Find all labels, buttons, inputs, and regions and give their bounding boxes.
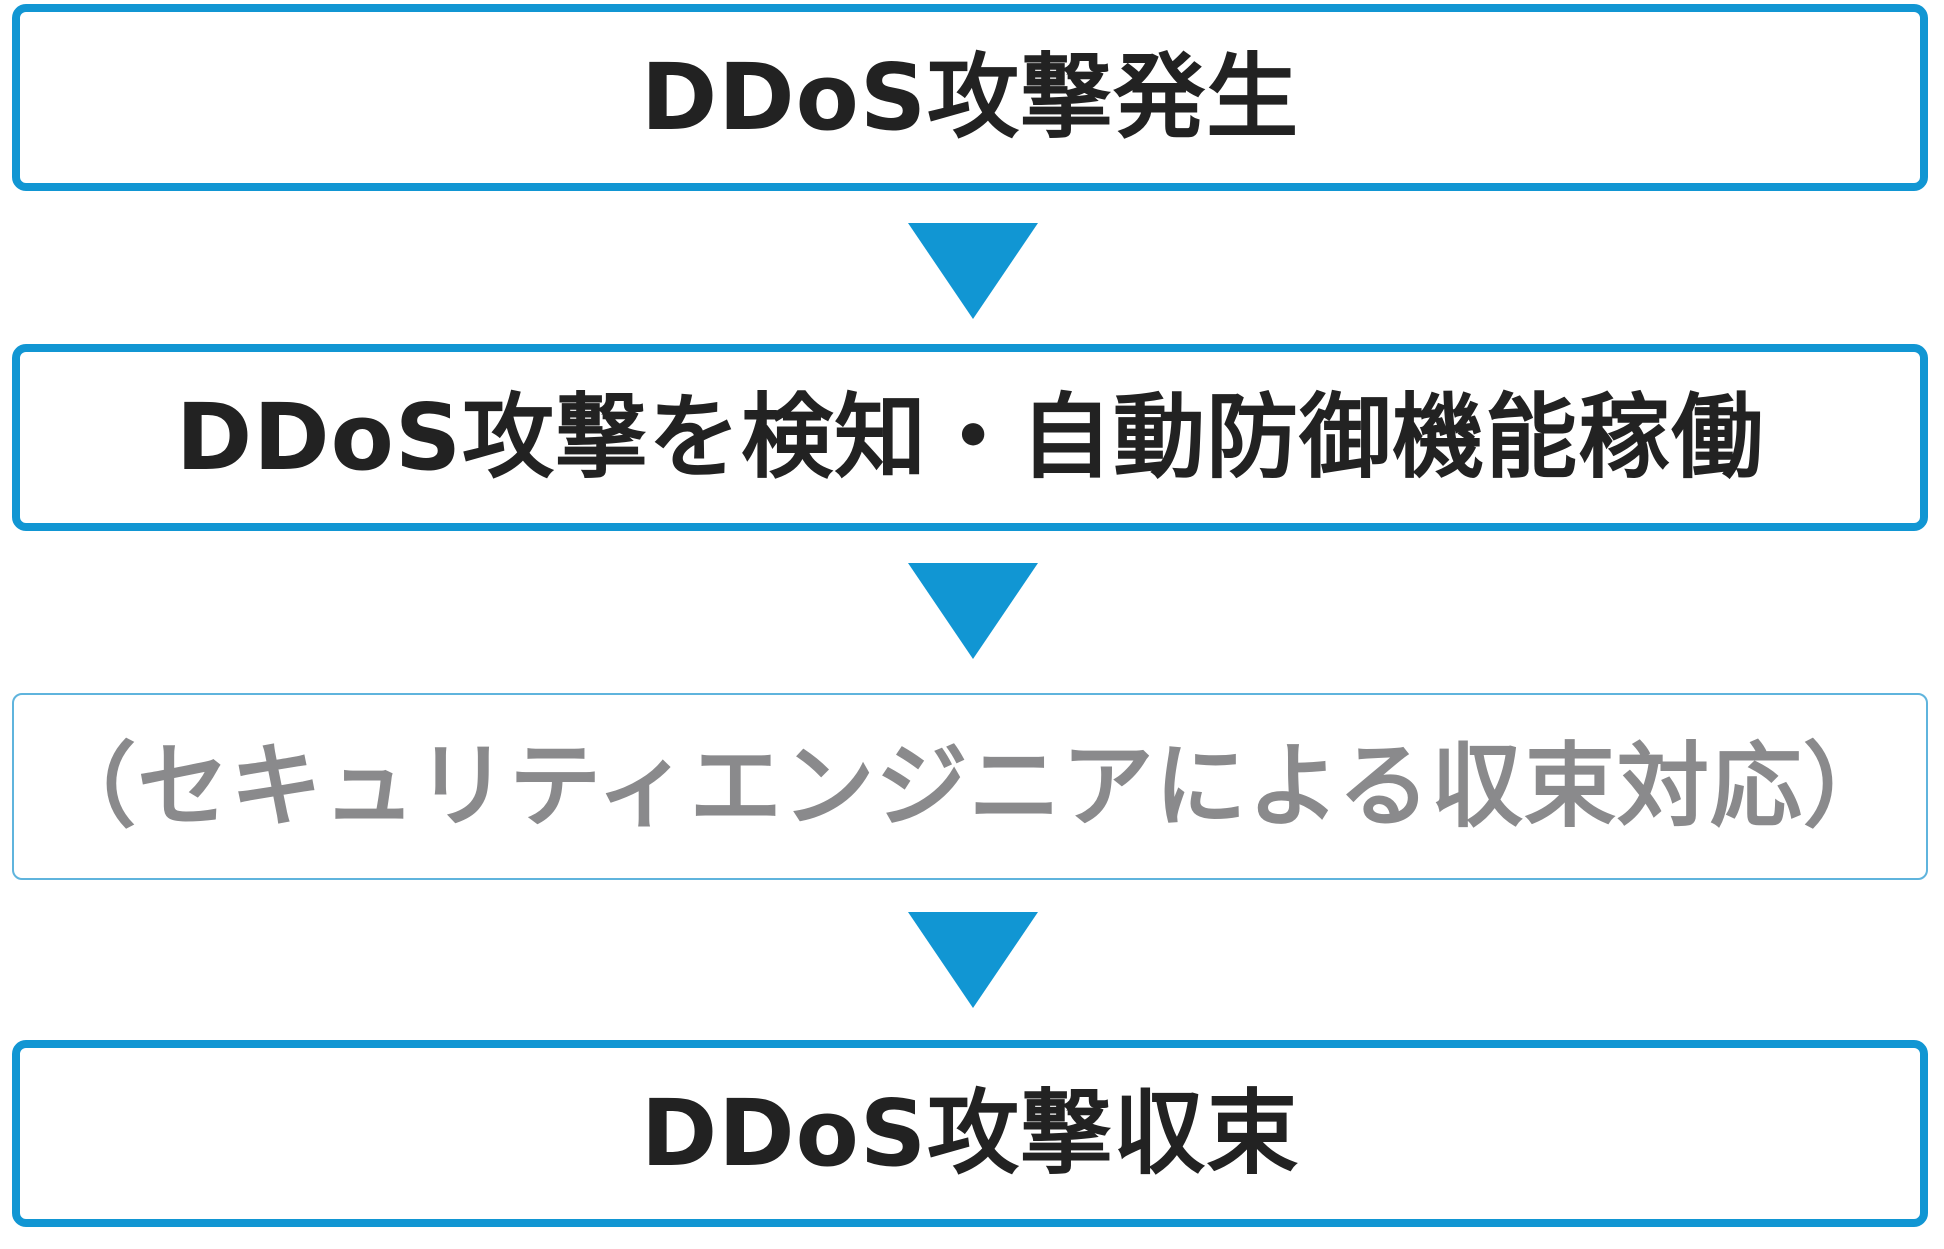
step-engineer-response: （セキュリティエンジニアによる収束対応） (12, 693, 1928, 880)
down-arrow-icon (908, 563, 1038, 659)
down-arrow-icon (908, 912, 1038, 1008)
step-ddos-attack-occurs: DDoS攻撃発生 (12, 4, 1928, 191)
down-arrow-icon (908, 223, 1038, 319)
step-label: （セキュリティエンジニアによる収束対応） (44, 732, 1896, 840)
step-detection-auto-defense: DDoS攻撃を検知・自動防御機能稼働 (12, 344, 1928, 531)
step-label: DDoS攻撃を検知・自動防御機能稼働 (175, 383, 1765, 491)
step-label: DDoS攻撃収束 (640, 1079, 1300, 1187)
step-ddos-attack-resolved: DDoS攻撃収束 (12, 1040, 1928, 1227)
step-label: DDoS攻撃発生 (640, 43, 1300, 151)
